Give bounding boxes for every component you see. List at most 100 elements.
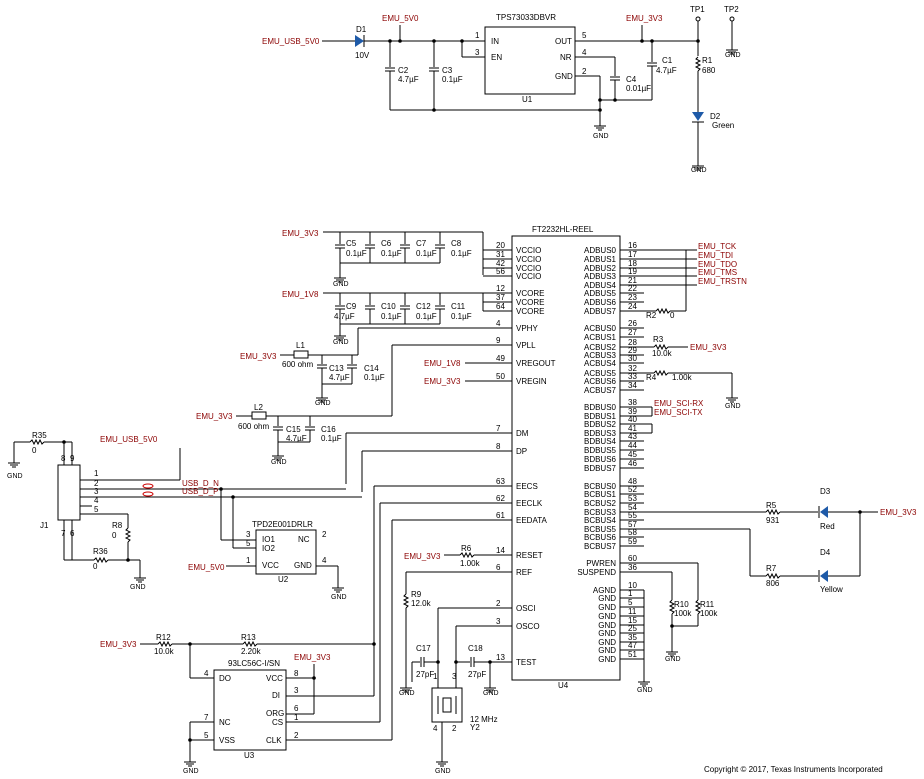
net-emu-1v8-vregout: EMU_1V8 bbox=[424, 359, 461, 368]
d3-color: Red bbox=[820, 522, 835, 531]
u4-right-pin-label: ACBUS3 bbox=[584, 351, 617, 360]
u2-ref: U2 bbox=[278, 575, 289, 584]
r11-ref: R11 bbox=[700, 600, 715, 609]
u4-left-pin-number: 31 bbox=[496, 250, 505, 259]
u4-right-pin-number: 44 bbox=[628, 441, 637, 450]
u4-left-pin-number: 9 bbox=[496, 336, 501, 345]
u4-right-pin-label: BDBUS6 bbox=[584, 455, 617, 464]
r2-ref: R2 bbox=[646, 311, 657, 320]
u4-left-pin-label: EECLK bbox=[516, 499, 543, 508]
u1-pinnum-2: 2 bbox=[582, 67, 587, 76]
net-emu-sci-tx: EMU_SCI-TX bbox=[654, 408, 703, 417]
c10-value: 0.1µF bbox=[381, 312, 402, 321]
led-d4: D4 Yellow bbox=[818, 548, 843, 594]
u3-pinnum-2: 2 bbox=[294, 731, 299, 740]
net-emu-3v3-leds: EMU_3V3 bbox=[880, 508, 917, 517]
u4-left-pin-number: 2 bbox=[496, 599, 501, 608]
c15-value: 4.7µF bbox=[286, 434, 307, 443]
u2-pin-vcc: VCC bbox=[262, 561, 279, 570]
u1-pin-gnd: GND bbox=[555, 72, 573, 81]
net-emu-usb-5v0-label: EMU_USB_5V0 bbox=[262, 37, 320, 46]
u4-right-pin-number: 53 bbox=[628, 494, 637, 503]
u4-right-pin-number: 38 bbox=[628, 398, 637, 407]
gnd-label-l1: GND bbox=[315, 400, 331, 407]
net-emu-tdo: EMU_TDO bbox=[698, 260, 737, 269]
u3-pinnum-7: 7 bbox=[204, 713, 209, 722]
u4-right-pin-number: 25 bbox=[628, 624, 637, 633]
c10-ref: C10 bbox=[381, 302, 396, 311]
r7-value: 806 bbox=[766, 579, 780, 588]
u4-right-pin-label: ACBUS1 bbox=[584, 333, 617, 342]
u4-right-pin-number: 32 bbox=[628, 364, 637, 373]
c11-value: 0.1µF bbox=[451, 312, 472, 321]
vpll-filter: EMU_3V3 L2 600 ohm GND C15 4.7µF C16 0.1… bbox=[196, 344, 512, 466]
u4-left-pin-label: VCORE bbox=[516, 298, 544, 307]
r1-value: 680 bbox=[702, 66, 716, 75]
u4-right-pin-label: GND bbox=[598, 621, 616, 630]
u3-pin-vss: VSS bbox=[219, 736, 235, 745]
u4-right-pin-label: GND bbox=[598, 612, 616, 621]
c2-ref: C2 bbox=[398, 66, 409, 75]
net-emu-3v3-u3: EMU_3V3 bbox=[294, 653, 331, 662]
u4-right-pin-label: BDBUS0 bbox=[584, 403, 617, 412]
u4-right-pin-number: 21 bbox=[628, 276, 637, 285]
net-emu-3v3-vregin: EMU_3V3 bbox=[424, 377, 461, 386]
u4-left-pin-label: REF bbox=[516, 568, 532, 577]
u4-left-pin-number: 50 bbox=[496, 372, 505, 381]
u4-right-pin-number: 19 bbox=[628, 267, 637, 276]
u3-pin-cs: CS bbox=[272, 718, 283, 727]
net-emu-3v3-l1: EMU_3V3 bbox=[240, 352, 277, 361]
gnd-label-d2: GND bbox=[691, 167, 707, 174]
jtag-nets: EMU_TCK EMU_TDI EMU_TDO EMU_TMS EMU_TRST… bbox=[635, 242, 747, 320]
u4-right-pin-number: 28 bbox=[628, 338, 637, 347]
u4-right-pin-number: 40 bbox=[628, 415, 637, 424]
c11-ref: C11 bbox=[451, 302, 466, 311]
u3-pinnum-4: 4 bbox=[204, 669, 209, 678]
u4-left-pin-number: 13 bbox=[496, 653, 505, 662]
y2-pin-2: 2 bbox=[452, 724, 457, 733]
u4-left-pin-label: VCORE bbox=[516, 289, 544, 298]
j1-ref: J1 bbox=[40, 521, 49, 530]
j1-pin-5: 5 bbox=[94, 505, 99, 514]
y2-pin-3: 3 bbox=[452, 672, 457, 681]
d1-value: 10V bbox=[355, 51, 370, 60]
u4-left-pin-number: 3 bbox=[496, 617, 501, 626]
r13-value: 2.20k bbox=[241, 647, 262, 656]
u4-right-pin-number: 11 bbox=[628, 607, 637, 616]
u3-part: 93LC56C-I/SN bbox=[228, 659, 280, 668]
r9-ref: R9 bbox=[411, 590, 422, 599]
usb-connector-j1: J1 1 2 3 4 5 6 7 8 9 bbox=[40, 454, 99, 538]
u4-right-pin-label: AGND bbox=[593, 586, 616, 595]
u4-left-pin-number: 4 bbox=[496, 319, 501, 328]
diode-d1: D1 10V bbox=[355, 25, 370, 60]
net-emu-trstn: EMU_TRSTN bbox=[698, 277, 747, 286]
c18-value: 27pF bbox=[468, 670, 486, 679]
u4-right-pin-number: 47 bbox=[628, 641, 637, 650]
u4-right-pin-label: ADBUS7 bbox=[584, 307, 617, 316]
u4-left-pin-number: 42 bbox=[496, 259, 505, 268]
u4-right-pin-number: 17 bbox=[628, 250, 637, 259]
gnd-label-u2: GND bbox=[331, 594, 347, 601]
u4-right-pin-label: BDBUS4 bbox=[584, 437, 617, 446]
gnd-label-u4: GND bbox=[637, 687, 653, 694]
net-emu-3v3-label-top: EMU_3V3 bbox=[626, 14, 663, 23]
y2-pin-1: 1 bbox=[433, 672, 438, 681]
u4-right-pin-label: ACBUS7 bbox=[584, 386, 617, 395]
c4-ref: C4 bbox=[626, 75, 637, 84]
u4-right-pin-label: PWREN bbox=[586, 559, 616, 568]
net-emu-tck: EMU_TCK bbox=[698, 242, 737, 251]
u4-right-pin-label: ADBUS4 bbox=[584, 281, 617, 290]
net-emu-usb-5v0-j1: EMU_USB_5V0 bbox=[100, 435, 158, 444]
u4-right-pin-label: GND bbox=[598, 594, 616, 603]
y2-value: 12 MHz bbox=[470, 715, 498, 724]
u2-pinnum-5: 5 bbox=[246, 539, 251, 548]
r4-ref: R4 bbox=[646, 373, 657, 382]
c9-ref: C9 bbox=[346, 302, 357, 311]
u4-right-pin-number: 46 bbox=[628, 459, 637, 468]
r36-ref: R36 bbox=[93, 547, 108, 556]
u4-left-pin-label: EEDATA bbox=[516, 516, 547, 525]
gnd-label-l2: GND bbox=[271, 459, 287, 466]
r4-value: 1.00k bbox=[672, 373, 693, 382]
